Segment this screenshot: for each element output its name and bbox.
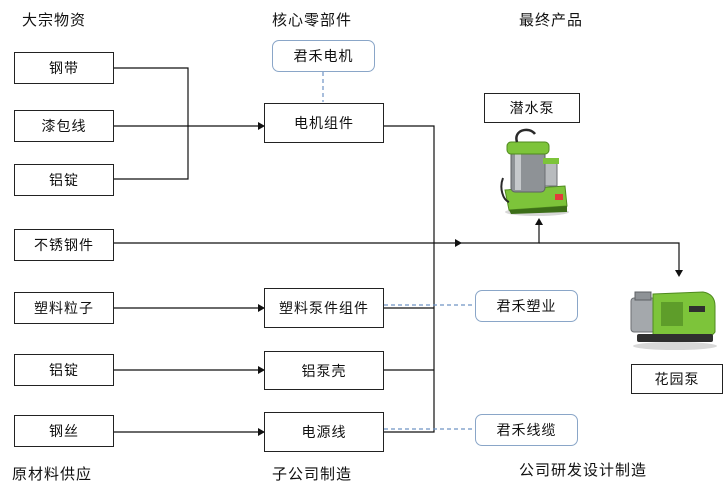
- garden-pump-image: [630, 291, 717, 350]
- header-supply: 原材料供应: [12, 465, 93, 483]
- header-raw-materials: 大宗物资: [22, 11, 87, 29]
- subsidiary-junhe-plastics: 君禾塑业: [475, 290, 578, 322]
- raw-input-aluminum-ingot-2: 铝锭: [14, 354, 114, 386]
- raw-input-steel-strip: 钢带: [14, 52, 114, 84]
- header-design: 公司研发设计制造: [519, 461, 648, 479]
- raw-input-enameled-wire: 漆包线: [14, 110, 114, 142]
- component-motor-assembly: 电机组件: [264, 103, 384, 143]
- raw-input-stainless-steel: 不锈钢件: [14, 229, 114, 261]
- subsidiary-junhe-motor: 君禾电机: [272, 40, 375, 72]
- raw-input-steel-wire: 钢丝: [14, 415, 114, 447]
- component-aluminum-pump-housing: 铝泵壳: [264, 351, 384, 390]
- header-subsidiary: 子公司制造: [272, 465, 353, 483]
- header-core-parts: 核心零部件: [272, 11, 353, 29]
- header-final-products: 最终产品: [519, 11, 584, 29]
- product-submersible-pump: 潜水泵: [484, 93, 580, 123]
- product-garden-pump: 花园泵: [631, 364, 723, 394]
- component-plastic-pump-parts: 塑料泵件组件: [264, 288, 384, 328]
- component-power-cord: 电源线: [264, 412, 384, 452]
- raw-input-aluminum-ingot: 铝锭: [14, 164, 114, 196]
- submersible-pump-image: [500, 128, 569, 216]
- raw-input-plastic-pellets: 塑料粒子: [14, 292, 114, 324]
- subsidiary-junhe-cable: 君禾线缆: [475, 414, 578, 446]
